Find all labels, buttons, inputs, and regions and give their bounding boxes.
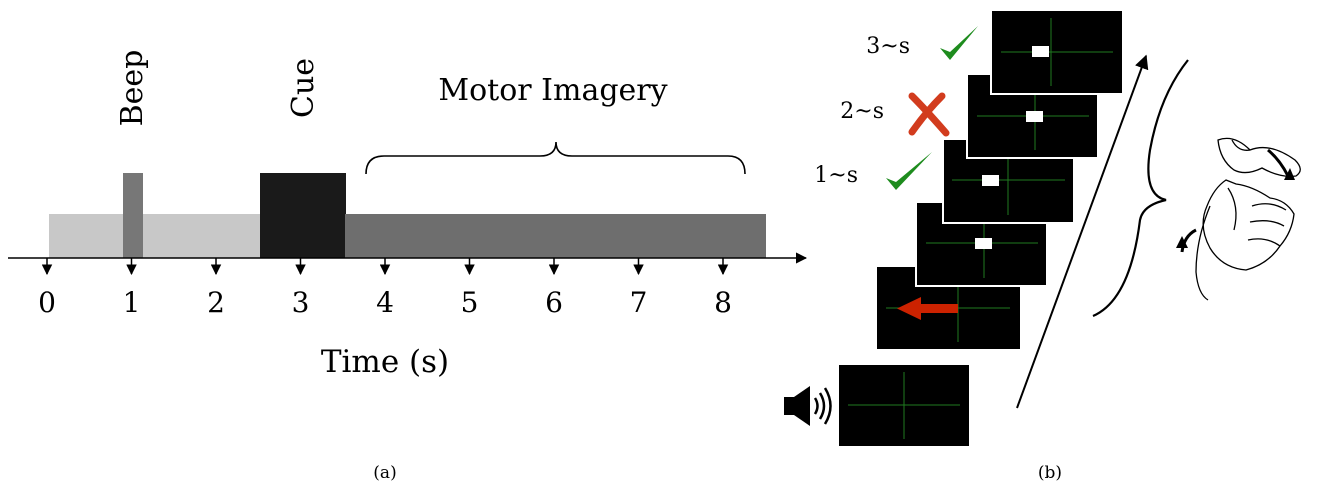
- axis-ticks: 0 1 2 3 4 5 6 7 8: [38, 258, 732, 319]
- tick-label: 1: [123, 286, 141, 319]
- rotation-arrow-icon: [1176, 228, 1197, 253]
- cue-bar: [260, 173, 346, 258]
- beep-bar: [123, 173, 143, 258]
- tick-label: 5: [461, 286, 479, 319]
- motor-imagery-brace: [365, 141, 746, 175]
- imagery-brace: [1092, 59, 1189, 318]
- motor-imagery-label: Motor Imagery: [438, 73, 667, 108]
- feedback-panel: 3~s 2~s 1~s: [784, 9, 1301, 448]
- feedback-label-3s: 3~s: [866, 34, 910, 59]
- timeline-panel: Beep Cue Motor Imagery 0 1 2 3 4 5 6 7 8 Time (s…: [8, 50, 808, 380]
- check-icon: [940, 26, 978, 60]
- left-arrow-icon: [897, 297, 958, 320]
- tick-label: 2: [207, 286, 225, 319]
- feedback-label-2s: 2~s: [840, 99, 884, 124]
- screen-baseline: [837, 363, 971, 448]
- hand-gesture-icon: [1195, 137, 1301, 301]
- caption-b: (b): [1038, 463, 1062, 483]
- tick-label: 7: [630, 286, 648, 319]
- beep-label: Beep: [115, 50, 150, 127]
- rotation-arrow-icon: [1267, 148, 1295, 180]
- time-progress-arrow: [1016, 54, 1149, 409]
- tick-label: 3: [292, 286, 310, 319]
- screen-3s: [990, 9, 1124, 95]
- cross-icon: [908, 92, 950, 137]
- tick-label: 0: [38, 286, 56, 319]
- motor-imagery-bar: [345, 214, 766, 258]
- caption-a: (a): [373, 463, 396, 483]
- tick-label: 4: [376, 286, 394, 319]
- tick-label: 6: [545, 286, 563, 319]
- tick-label: 8: [714, 286, 732, 319]
- time-axis-label: Time (s): [321, 344, 449, 380]
- feedback-label-1s: 1~s: [814, 163, 858, 188]
- speaker-icon: [784, 386, 832, 426]
- cue-label: Cue: [286, 58, 321, 118]
- check-icon: [886, 152, 932, 190]
- baseline-bar: [49, 214, 261, 258]
